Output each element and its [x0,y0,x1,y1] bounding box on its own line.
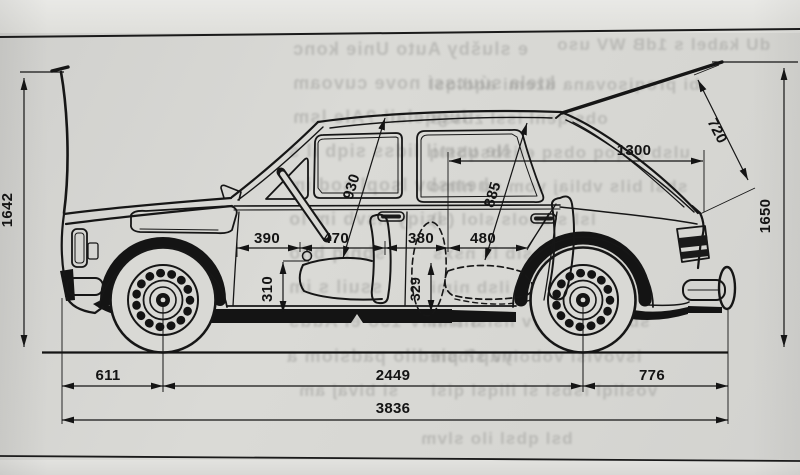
rear-lower-line [647,301,690,307]
tailgate-hinge [555,112,563,119]
grille-badge [87,242,99,260]
rear-door-window-inner [420,133,538,198]
side-mirror [220,184,242,201]
label-390: 390 [254,230,280,247]
open-bonnet-line [59,70,69,215]
label-2449: 2449 [376,367,411,384]
headlight-inner [74,232,85,264]
dim-930 [342,117,386,259]
bonnet-crease-inner [139,228,219,231]
taillight-stripe-2 [681,249,709,259]
ext-720-top [693,64,720,76]
bottom-rule-line [0,455,800,462]
body-outline [60,109,705,315]
interior [276,167,575,317]
front-door-window-inner [317,136,399,194]
a-pillar-inner [237,126,324,201]
label-310: 310 [259,276,276,302]
open-tailgate-line [560,60,724,115]
roof-inner-line [329,116,553,129]
tailgate-slope-outer [559,110,700,215]
label-720: 720 [704,116,731,147]
front-valance [64,294,105,315]
car-side-view [50,60,737,354]
taillight-stripe-1 [679,235,708,248]
rear-seat-backrest [547,195,575,301]
label-1300: 1300 [617,142,652,159]
label-3836: 3836 [376,400,411,417]
front-door-window [313,132,403,199]
rear-footwell-dashed [411,221,447,317]
front-seat-cushion-front [298,264,383,301]
taillight [676,225,710,263]
label-329: 329 [407,277,423,301]
page-bottom-margin [0,460,800,475]
fender-top-line [64,204,234,226]
rear-door-gap [543,211,558,301]
bonnet-shutline [62,196,233,216]
label-470: 470 [323,230,349,247]
rear-details [676,225,737,311]
hip-point-marker [301,250,313,262]
b-pillar-gap [404,211,408,307]
a-pillar-outer [230,120,320,199]
beltline-upper [233,204,561,207]
rear-bumper-end-cap [717,265,737,311]
top-rule-line [0,28,800,38]
ext-480-right [526,212,550,251]
label-1650: 1650 [757,199,774,234]
headlight [71,228,88,268]
label-885: 885 [481,180,505,210]
beltline-lower [233,208,561,211]
label-930: 930 [340,172,364,202]
rear-door-handle-fill [534,216,553,221]
roof-line [316,109,563,124]
dim-885 [484,122,528,261]
label-776: 776 [639,367,665,384]
dim-720 [697,79,749,181]
rear-seat-lower-dashed [454,298,532,305]
front-door-gap [232,211,240,307]
steering-wheel-inner [280,171,328,239]
rear-bumper [682,279,726,301]
front-bumper [66,277,104,296]
front-seat-backrest [369,213,392,305]
label-1642: 1642 [0,193,16,228]
rear-glass-line [572,121,685,208]
front-details [66,184,242,296]
front-face [60,212,66,277]
label-480: 480 [470,230,496,247]
dimension-labels: 1642 1650 930 885 1300 720 390 470 380 4… [0,116,774,417]
rear-seat-cushion-dashed [444,264,534,301]
open-bonnet-tip [50,65,70,73]
label-380: 380 [408,230,434,247]
page-top-margin [0,0,800,33]
ext-720-bottom [699,187,756,215]
dimension-lines [20,61,798,424]
wheel-arch-shadows [100,231,652,307]
front-seat-cushion-top [302,256,373,266]
rear-beltline [559,206,698,225]
rear-door-window [416,128,545,203]
label-611: 611 [95,367,120,384]
page-rule-lines [0,28,800,462]
bonnet-crease-panel [130,205,238,235]
open-panels [50,60,724,215]
